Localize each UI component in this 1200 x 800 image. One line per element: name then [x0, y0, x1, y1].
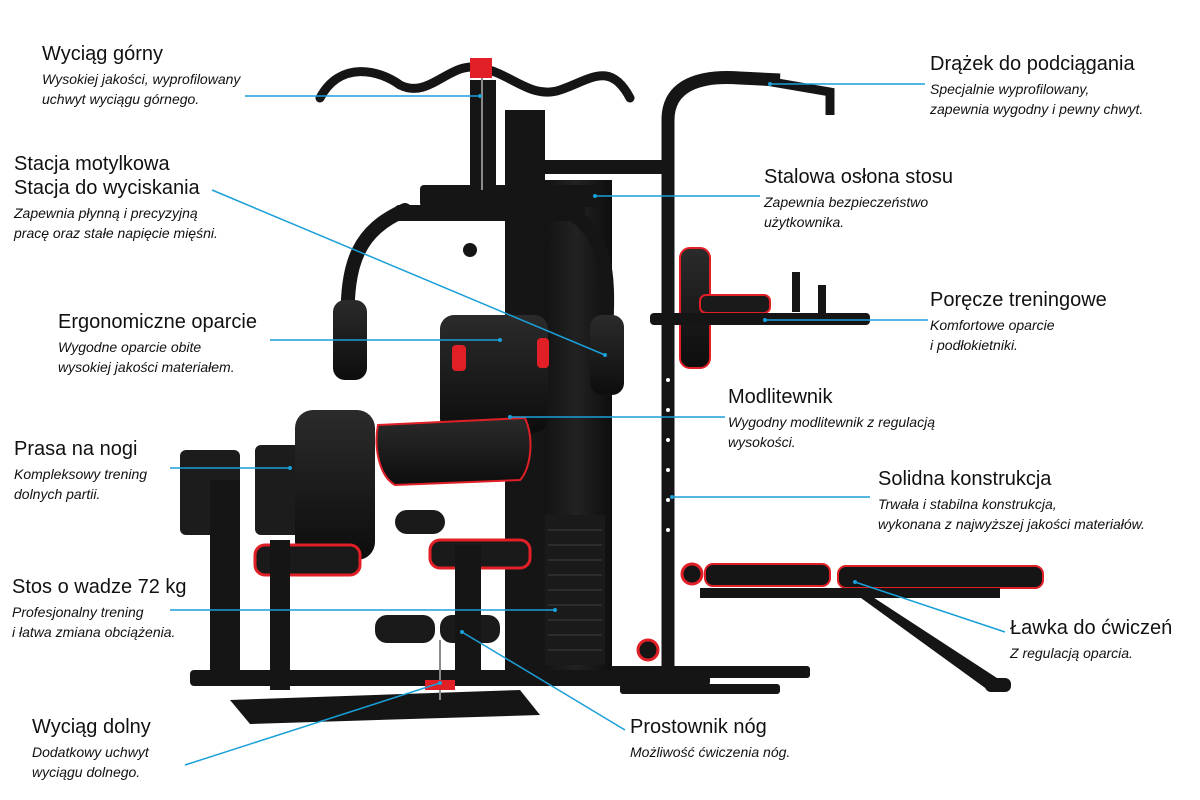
callout-desc-line: Trwała i stabilna konstrukcja, [878, 496, 1057, 512]
callout-desc-line: użytkownika. [764, 214, 845, 230]
bench-shape [636, 562, 1044, 692]
callout-stack-cover: Stalowa osłona stosu Zapewnia bezpieczeń… [764, 165, 953, 232]
callout-pullup-bar: Drążek do podciągania Specjalnie wyprofi… [930, 52, 1143, 119]
callout-desc-line: Dodatkowy uchwyt [32, 744, 149, 760]
callout-dip-handles: Poręcze treningowe Komfortowe oparcie i … [930, 288, 1107, 355]
callout-title: Ergonomiczne oparcie [58, 311, 257, 333]
lat-bar [315, 58, 635, 103]
callout-title: Poręcze treningowe [930, 289, 1107, 311]
callout-lat-pulldown: Wyciąg górny Wysokiej jakości, wyprofilo… [42, 42, 240, 109]
callout-leg-press: Prasa na nogi Kompleksowy trening dolnyc… [14, 437, 147, 504]
callout-desc-line: Specjalnie wyprofilowany, [930, 81, 1090, 97]
callout-desc-line: wysokości. [728, 434, 796, 450]
seat-and-leg-extension [375, 510, 532, 690]
callout-title: Solidna konstrukcja [878, 468, 1052, 490]
leader-dots [288, 82, 857, 685]
callout-desc-line: Kompleksowy trening [14, 466, 148, 482]
callout-desc-line: Możliwość ćwiczenia nóg. [630, 744, 791, 760]
callout-title: Stacja motylkowa [14, 153, 170, 175]
callout-preacher-curl: Modlitewnik Wygodny modlitewnik z regula… [728, 385, 935, 452]
backrest-shape [440, 315, 549, 433]
callout-desc-line: Z regulacją oparcia. [1010, 645, 1133, 661]
callout-bench: Ławka do ćwiczeń Z regulacją oparcia. [1010, 616, 1172, 663]
callout-title: Prasa na nogi [14, 438, 138, 460]
callout-desc-line: Wygodny modlitewnik z regulacją [728, 414, 935, 430]
callout-desc-line: i podłokietniki. [930, 337, 1018, 353]
callout-title: Ławka do ćwiczeń [1010, 617, 1173, 639]
callout-desc-line: wykonana z najwyższej jakości materiałów… [878, 516, 1145, 532]
callout-desc-line: pracę oraz stałe napięcie mięśni. [14, 225, 218, 241]
callout-desc-line: Wysokiej jakości, wyprofilowany [42, 71, 241, 87]
callout-desc-line: wysokiej jakości materiałem. [58, 359, 235, 375]
callout-title: Prostownik nóg [630, 716, 767, 738]
callout-title: Drążek do podciągania [930, 53, 1135, 75]
tower-holes [666, 378, 670, 532]
callout-desc-line: Zapewnia bezpieczeństwo [764, 194, 929, 210]
callout-title: Stos o wadze 72 kg [12, 576, 187, 598]
callout-desc-line: Profesjonalny trening [12, 604, 144, 620]
callout-desc-line: Komfortowe oparcie [930, 317, 1055, 333]
callout-title: Stalowa osłona stosu [764, 166, 954, 188]
callout-desc-line: wyciągu dolnego. [32, 764, 141, 780]
dip-station [650, 247, 870, 369]
base-frame [190, 666, 810, 724]
callout-backrest: Ergonomiczne oparcie Wygodne oparcie obi… [58, 310, 257, 377]
callout-desc-line: dolnych partii. [14, 486, 101, 502]
leader-lines [170, 83, 1006, 766]
callout-title-secondary: Stacja do wyciskania [14, 177, 200, 199]
leg-press-shape [180, 410, 375, 690]
callout-title: Modlitewnik [728, 386, 833, 408]
callout-desc-line: Zapewnia płynną i precyzyjną [14, 205, 198, 221]
callout-low-pulley: Wyciąg dolny Dodatkowy uchwyt wyciągu do… [32, 715, 151, 782]
callout-solid-frame: Solidna konstrukcja Trwała i stabilna ko… [878, 467, 1145, 534]
callout-title: Wyciąg dolny [32, 716, 151, 738]
callout-weight-stack: Stos o wadze 72 kg Profesjonalny trening… [12, 575, 187, 642]
callout-leg-extension: Prostownik nóg Możliwość ćwiczenia nóg. [630, 715, 790, 762]
callout-desc-line: zapewnia wygodny i pewny chwyt. [930, 101, 1144, 117]
callout-desc-line: Wygodne oparcie obite [58, 339, 202, 355]
callout-desc-line: uchwyt wyciągu górnego. [42, 91, 200, 107]
preacher-pad [375, 416, 532, 487]
callout-title: Wyciąg górny [42, 43, 163, 65]
callout-butterfly-press: Stacja motylkowa Stacja do wyciskania Za… [14, 152, 218, 243]
callout-desc-line: i łatwa zmiana obciążenia. [12, 624, 176, 640]
